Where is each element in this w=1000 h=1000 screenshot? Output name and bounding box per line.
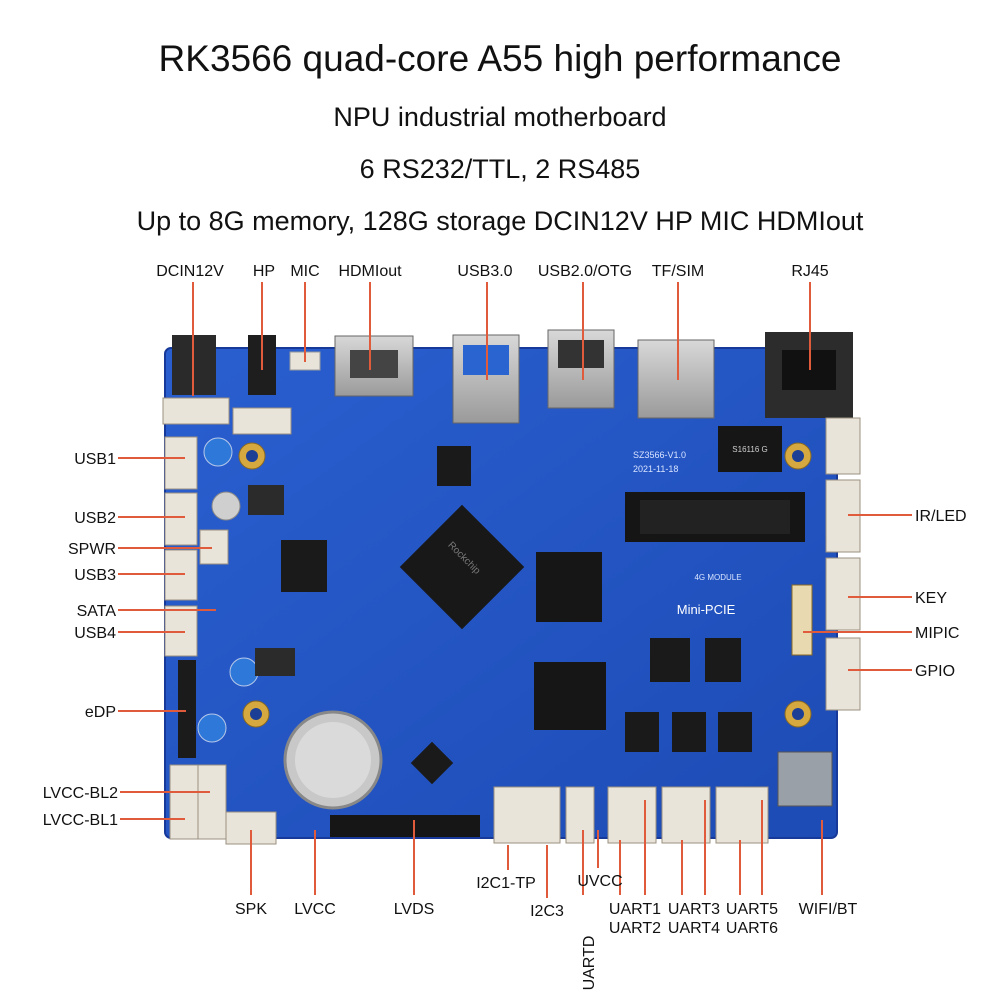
label-uartd: UARTD: [581, 936, 598, 991]
label-usb1: USB1: [74, 451, 116, 468]
label-uart4: UART4: [668, 920, 720, 937]
edp-header: [178, 660, 196, 758]
label-uart6: UART6: [726, 920, 778, 937]
title-line-1: RK3566 quad-core A55 high performance: [158, 38, 842, 79]
label-key: KEY: [915, 590, 947, 607]
mipi-connector: [791, 584, 813, 656]
label-mic: MIC: [290, 263, 319, 280]
eth-transformer: [718, 426, 782, 472]
eth-chip-mark: S16116 G: [732, 445, 767, 454]
label-usb3: USB3: [74, 567, 116, 584]
mini-pcie-label: Mini-PCIE: [677, 602, 736, 617]
label-usb30: USB3.0: [457, 263, 512, 280]
label-lvcc: LVCC: [294, 901, 336, 918]
inductor: [248, 485, 284, 515]
label-hdmiout: HDMIout: [338, 263, 402, 280]
label-rj45: RJ45: [791, 263, 828, 280]
label-wifi-bt: WIFI/BT: [799, 901, 858, 918]
lvds-header: [330, 815, 480, 837]
title-line-3: 6 RS232/TTL, 2 RS485: [359, 154, 641, 184]
label-i2c1-tp: I2C1-TP: [476, 875, 536, 892]
board-date: 2021-11-18: [633, 464, 678, 474]
uart-chips: [625, 712, 752, 752]
label-tf-sim: TF/SIM: [652, 263, 704, 280]
wifi-bt-module: [777, 751, 833, 807]
label-sata: SATA: [77, 603, 117, 620]
left-connectors: [162, 397, 292, 845]
label-i2c3: I2C3: [530, 903, 564, 920]
leader-lines: [118, 282, 912, 898]
label-spwr: SPWR: [68, 541, 116, 558]
label-uvcc: UVCC: [577, 873, 622, 890]
label-gpio: GPIO: [915, 663, 955, 680]
label-usb4: USB4: [74, 625, 116, 642]
tf-sim-slot: [637, 339, 715, 419]
capacitors: [197, 437, 259, 743]
label-spk: SPK: [235, 901, 267, 918]
right-connectors: [825, 417, 861, 711]
soc-chip: [399, 504, 525, 630]
label-uart5: UART5: [726, 901, 778, 918]
memory-chip: [536, 552, 602, 622]
title-line-4: Up to 8G memory, 128G storage DCIN12V HP…: [136, 206, 864, 236]
bottom-connectors: [493, 786, 769, 844]
label-mipic: MIPIC: [915, 625, 959, 642]
label-uart2: UART2: [609, 920, 661, 937]
emmc-chip: [534, 662, 606, 730]
label-lvds: LVDS: [394, 901, 435, 918]
label-ir-led: IR/LED: [915, 508, 967, 525]
label-edp: eDP: [85, 704, 116, 721]
label-uart1: UART1: [609, 901, 661, 918]
module-label: 4G MODULE: [694, 573, 741, 582]
label-lvcc-bl2: LVCC-BL2: [43, 785, 118, 802]
title-line-2: NPU industrial motherboard: [333, 102, 667, 132]
label-lvcc-bl1: LVCC-BL1: [43, 812, 118, 829]
label-usb20-otg: USB2.0/OTG: [538, 263, 632, 280]
label-uart3: UART3: [668, 901, 720, 918]
board-model: SZ3566-V1.0: [633, 450, 686, 460]
label-hp: HP: [253, 263, 275, 280]
label-dcin12v: DCIN12V: [156, 263, 224, 280]
label-usb2: USB2: [74, 510, 116, 527]
